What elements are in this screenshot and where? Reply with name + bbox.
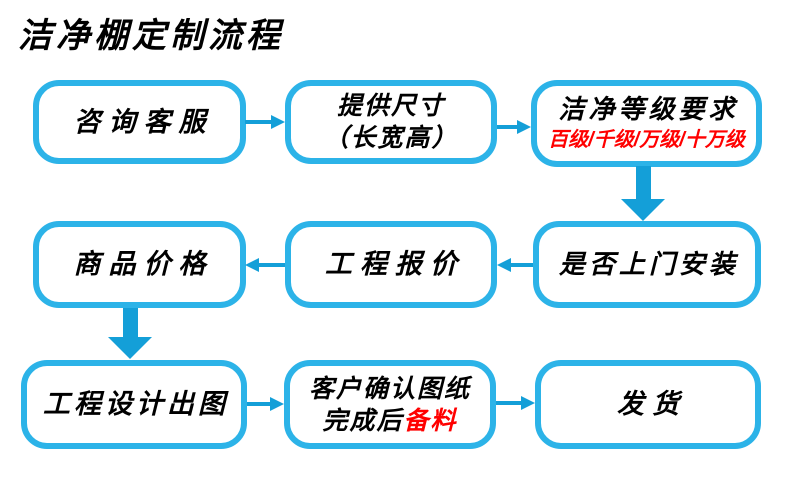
node-label: 工程设计出图 [43, 389, 229, 420]
node-label: 发货 [617, 389, 687, 420]
node-label: 商品价格 [73, 249, 214, 280]
flow-node-confirm-drawing: 客户确认图纸 完成后备料 [284, 360, 496, 449]
flow-node-ship: 发货 [535, 360, 761, 449]
flow-node-project-quote: 工程报价 [285, 221, 497, 308]
node-label-line1: 客户确认图纸 [308, 374, 471, 403]
node-label: 工程报价 [325, 249, 465, 280]
arrow-head-left-icon [497, 258, 511, 272]
node-label-line2-black: 完成后 [322, 406, 404, 435]
arrow-head-right-icon [521, 396, 535, 410]
flow-node-clean-grade: 洁净等级要求 百级/千级/万级/十万级 [531, 80, 762, 167]
flow-node-dimensions: 提供尺寸 （长宽高） [285, 80, 497, 164]
node-label-line2: （长宽高） [323, 124, 459, 152]
arrow-head-right-icon [270, 397, 284, 411]
arrow-head-left-icon [245, 258, 259, 272]
flow-node-consult: 咨询客服 [33, 80, 246, 164]
arrow-head-down-icon [108, 337, 152, 359]
flow-node-onsite-install: 是否上门安装 [533, 221, 761, 308]
arrow-head-right-icon [271, 115, 285, 129]
arrow-head-right-icon [517, 120, 531, 134]
node-sub-label: 百级/千级/万级/十万级 [548, 129, 745, 152]
node-label-line2-red: 备料 [403, 406, 458, 435]
node-label-line1: 提供尺寸 [336, 92, 445, 120]
page-title: 洁净棚定制流程 [18, 17, 284, 55]
arrow-head-down-icon [621, 199, 665, 221]
node-label: 洁净等级要求 [558, 94, 739, 125]
node-label: 是否上门安装 [558, 248, 739, 279]
flow-node-product-price: 商品价格 [33, 221, 246, 308]
node-label: 咨询客服 [73, 106, 214, 137]
node-label-line2: 完成后备料 [322, 405, 457, 437]
flow-node-design-drawing: 工程设计出图 [21, 360, 247, 449]
